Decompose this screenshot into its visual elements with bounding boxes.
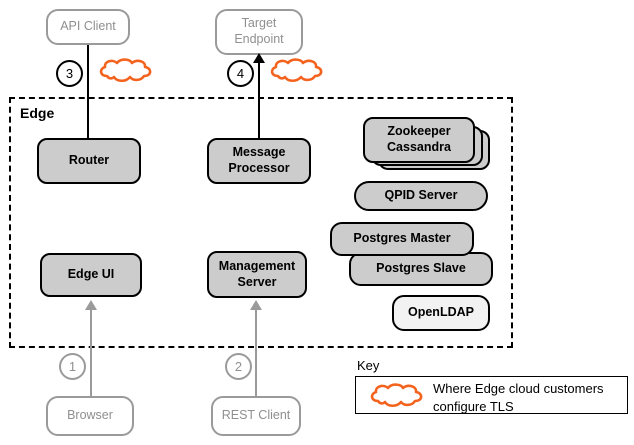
cloud-legend-icon: [367, 383, 425, 409]
node-zookeeper-label: Zookeeper: [387, 124, 451, 139]
edge-boundary: [9, 97, 513, 348]
node-zookeeper[interactable]: Zookeeper Cassandra: [363, 117, 475, 163]
node-rest-client[interactable]: REST Client: [211, 396, 301, 436]
key-title: Key: [357, 358, 380, 373]
flow-2-badge-number: 2: [234, 359, 243, 374]
flow-4-badge-number: 4: [236, 66, 245, 81]
node-openldap[interactable]: OpenLDAP: [392, 295, 490, 331]
node-cassandra-label: Cassandra: [387, 140, 451, 154]
node-api-client[interactable]: API Client: [46, 9, 130, 45]
flow-1-badge-number: 1: [68, 359, 77, 374]
node-target-endpoint-label-line1: Target: [241, 16, 277, 31]
cloud-flow-3-icon: [96, 58, 154, 84]
node-browser-label: Browser: [67, 408, 113, 423]
flow-2-line: [255, 310, 257, 398]
node-postgres-master[interactable]: Postgres Master: [330, 222, 474, 256]
flow-4-arrowhead: [253, 53, 265, 63]
node-api-client-label: API Client: [60, 19, 116, 34]
flow-1-badge: 1: [59, 353, 86, 380]
flow-3-badge: 3: [56, 60, 83, 87]
node-edge-ui[interactable]: Edge UI: [40, 253, 142, 297]
node-message-processor-label-line2: Processor: [228, 161, 290, 175]
key-entry-text: Where Edge cloud customers configure TLS: [433, 380, 623, 415]
node-browser[interactable]: Browser: [46, 396, 134, 436]
node-openldap-label: OpenLDAP: [408, 305, 474, 320]
node-postgres-slave-label: Postgres Slave: [376, 261, 466, 276]
node-message-processor[interactable]: Message Processor: [207, 138, 311, 184]
node-message-processor-label-line1: Message: [232, 145, 286, 160]
flow-1-line: [90, 310, 92, 398]
node-qpid-server[interactable]: QPID Server: [354, 181, 488, 211]
flow-3-badge-number: 3: [65, 66, 74, 81]
node-qpid-server-label: QPID Server: [384, 188, 458, 203]
key-box: [355, 376, 628, 414]
node-rest-client-label: REST Client: [221, 408, 291, 423]
flow-1-arrowhead: [85, 300, 97, 310]
flow-2-arrowhead: [250, 300, 262, 310]
flow-4-badge: 4: [227, 60, 254, 87]
node-postgres-master-label: Postgres Master: [353, 231, 451, 246]
flow-2-badge: 2: [225, 353, 252, 380]
key-entry-line2: configure TLS: [433, 398, 514, 414]
node-target-endpoint-label-line2: Endpoint: [234, 32, 284, 46]
cloud-flow-4-icon: [267, 58, 325, 84]
node-management-server-label-line2: Server: [237, 274, 277, 289]
key-entry-line1: Where Edge cloud customers: [433, 381, 604, 396]
node-router[interactable]: Router: [37, 138, 141, 184]
node-target-endpoint[interactable]: Target Endpoint: [215, 9, 303, 55]
node-edge-ui-label: Edge UI: [67, 267, 115, 282]
node-router-label: Router: [68, 153, 110, 168]
node-postgres-slave[interactable]: Postgres Slave: [349, 252, 493, 286]
flow-4-line: [258, 62, 260, 140]
edge-boundary-label: Edge: [20, 105, 55, 121]
node-management-server-label-line1: Management: [218, 258, 296, 273]
node-management-server[interactable]: Management Server: [207, 251, 307, 298]
